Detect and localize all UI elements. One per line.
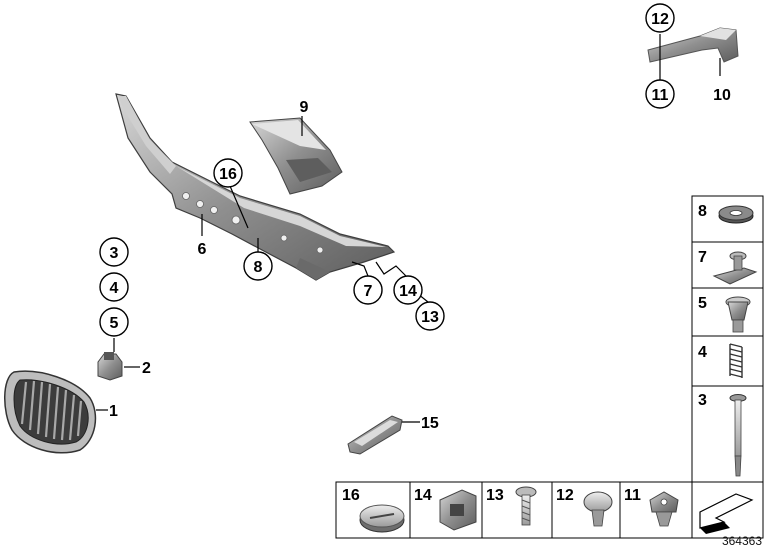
callout-15-label: 15 <box>421 415 439 432</box>
legend-part-14-clip <box>439 489 477 531</box>
part-2-bracket <box>97 338 140 381</box>
legend-part-16-cap <box>359 504 405 533</box>
callout-2-label: 2 <box>142 360 151 377</box>
legend-right-label: 3 <box>698 392 707 409</box>
callout-13: 13 <box>415 301 445 331</box>
legend-part-11-clip-nut <box>649 491 679 527</box>
part-1-kidney-grille <box>4 370 108 454</box>
callout-16: 16 <box>213 158 243 188</box>
callout-14-label: 14 <box>399 283 417 300</box>
callout-10-label: 10 <box>713 87 731 104</box>
legend-right-label: 7 <box>698 249 707 266</box>
diagram-id: 364363 <box>721 534 762 548</box>
callout-1-label: 1 <box>109 403 118 420</box>
callout-6-label: 6 <box>198 241 207 258</box>
legend-arrow-icon <box>699 493 754 534</box>
callout-9-label: 9 <box>300 99 309 116</box>
legend-part-7-clip <box>712 251 758 285</box>
callout-8: 8 <box>243 251 273 281</box>
callout-12-label: 12 <box>651 11 669 28</box>
callout-7: 7 <box>353 275 383 305</box>
callout-13-label: 13 <box>421 309 439 326</box>
legend-part-3-bolt <box>729 394 747 477</box>
legend-bottom-label: 14 <box>414 487 432 504</box>
legend-right-grid <box>691 195 764 483</box>
callout-11-label: 11 <box>652 87 669 104</box>
legend-part-4-spring <box>729 343 743 378</box>
callout-3-label: 3 <box>110 245 119 262</box>
callout-11: 11 <box>645 79 675 109</box>
callout-4: 4 <box>99 272 129 302</box>
legend-part-8-grommet <box>718 205 754 224</box>
callout-8-label: 8 <box>254 259 263 276</box>
callout-12: 12 <box>645 3 675 33</box>
legend-part-12-push-rivet <box>583 491 613 527</box>
legend-bottom-label: 16 <box>342 487 360 504</box>
legend-bottom-label: 13 <box>486 487 504 504</box>
legend-part-13-screw <box>515 486 537 526</box>
callout-4-label: 4 <box>110 280 119 297</box>
callout-5-label: 5 <box>110 315 119 332</box>
callout-14: 14 <box>393 275 423 305</box>
part-15-seal-strip <box>347 415 420 455</box>
legend-bottom-label: 12 <box>556 487 574 504</box>
part-10-bracket <box>647 27 739 76</box>
callout-16-label: 16 <box>219 166 237 183</box>
legend-right-label: 8 <box>698 203 707 220</box>
callout-3: 3 <box>99 237 129 267</box>
legend-right-label: 5 <box>698 295 707 312</box>
legend-right-label: 4 <box>698 344 707 361</box>
part-9-cowl-side <box>249 116 343 195</box>
legend-bottom-label: 11 <box>624 487 641 504</box>
legend-bottom-grid <box>335 481 764 539</box>
legend-part-5-plug <box>725 296 751 333</box>
callout-7-label: 7 <box>364 283 373 300</box>
callout-5: 5 <box>99 307 129 337</box>
part-6-cowl-panel <box>115 93 396 281</box>
